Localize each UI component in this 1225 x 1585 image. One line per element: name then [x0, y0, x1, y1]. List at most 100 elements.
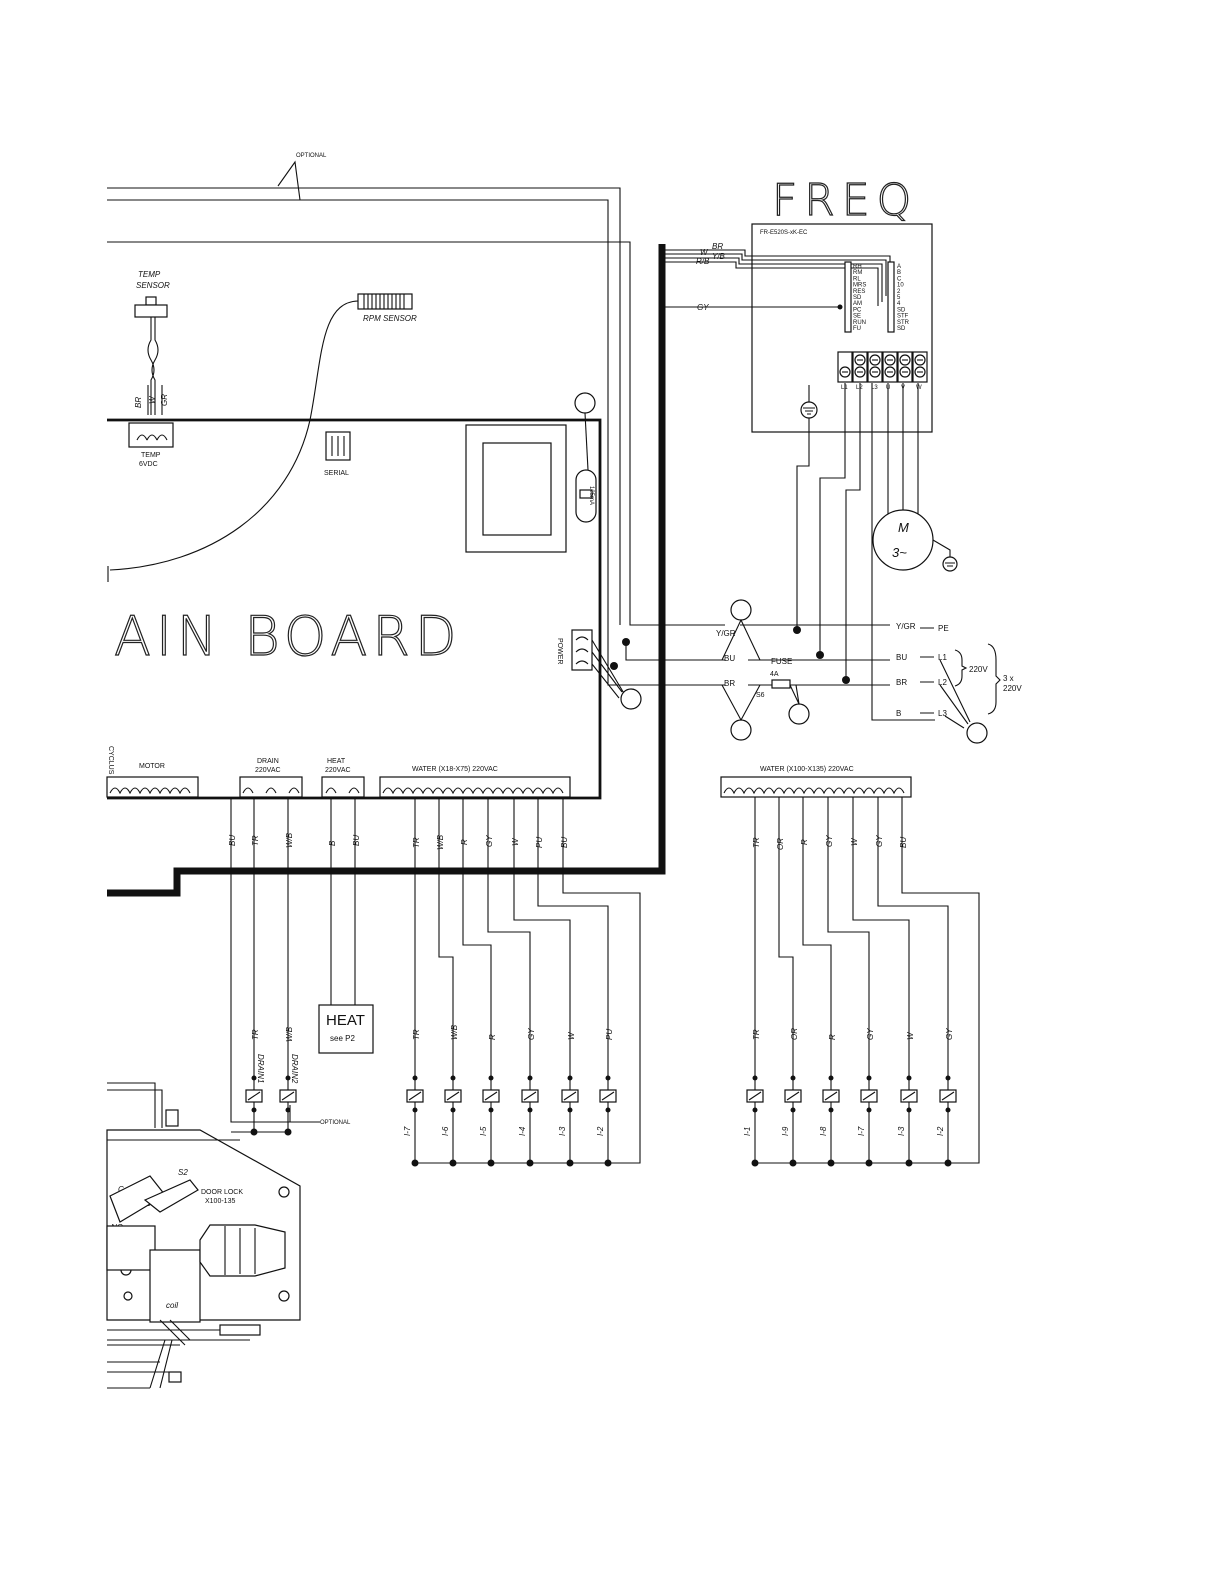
- valve-junction: [488, 1107, 494, 1113]
- temp-wire-label: BR: [134, 397, 143, 408]
- valve-id-label: I-1: [743, 1127, 752, 1136]
- water-wire-label: BU: [560, 837, 569, 848]
- v3x-label-1: 3 x: [1003, 674, 1014, 683]
- water-wire-label: W: [850, 837, 859, 846]
- valve-wire-label: W/B: [450, 1024, 459, 1040]
- valve-junction: [605, 1107, 611, 1113]
- valve-junction: [567, 1075, 573, 1081]
- power-line-label: BR: [724, 679, 735, 688]
- terminal-circle: [730, 719, 752, 741]
- heat-box: [318, 1004, 374, 1054]
- freq-terminal-label: STR: [897, 320, 910, 326]
- power-line-label: Y/GR: [716, 629, 736, 638]
- freq-wire-label: W: [700, 248, 709, 257]
- power-terminal-label: L2: [938, 678, 947, 687]
- freq-terminal-label: RL: [853, 276, 861, 282]
- valve-junction: [945, 1107, 951, 1113]
- fuse-rating: 4A: [770, 671, 779, 678]
- valve-wire-label: PU: [605, 1029, 614, 1040]
- power-line-label: B: [896, 709, 901, 718]
- valve-id-label: I-2: [596, 1126, 605, 1136]
- ground-icon: [942, 556, 958, 572]
- water-main-wiring: TR W/B R GY W PU BU TRI-7W/BI-6RI-5GYI-4…: [403, 797, 641, 1167]
- water-wire-label: TR: [752, 837, 761, 848]
- temp-wire-label: GR: [160, 394, 169, 406]
- water-wire-label: OR: [776, 838, 785, 850]
- bus-junction: [751, 1159, 759, 1167]
- valve-junction: [567, 1107, 573, 1113]
- s6-label: S6: [756, 692, 765, 699]
- terminal-circle: [574, 392, 596, 414]
- freq-gy-label: GY: [697, 303, 709, 312]
- valve-junction: [527, 1075, 533, 1081]
- valve-junction: [752, 1107, 758, 1113]
- display-window: [482, 442, 552, 536]
- heat-wire-label: B: [328, 840, 337, 846]
- terminal-circle: [620, 688, 642, 710]
- water-second-label: WATER (X100-X135) 220VAC: [760, 766, 854, 773]
- bus-junction: [789, 1159, 797, 1167]
- heat-connector: [321, 776, 365, 798]
- motor-symbol: [872, 509, 934, 571]
- freq-terminal-label: RES: [853, 289, 865, 295]
- bus-junction: [411, 1159, 419, 1167]
- terminal-circle: [788, 703, 810, 725]
- power-line-label: BR: [896, 678, 907, 687]
- freq-terminal-label: SD: [853, 295, 862, 301]
- bus-junction: [566, 1159, 574, 1167]
- drain-valve-wire-label: TR: [251, 1029, 260, 1040]
- temp-connector-label-2: 6VDC: [139, 461, 158, 468]
- bus-junction: [944, 1159, 952, 1167]
- water-second-connector: [720, 776, 912, 798]
- heat-label-1: HEAT: [327, 758, 346, 765]
- freq-terminal-label: RH: [853, 264, 862, 270]
- board-connectors: CYCLUS MOTOR DRAIN 220VAC HEAT 220VAC WA…: [106, 746, 571, 798]
- valve-wire-label: TR: [752, 1029, 761, 1040]
- water-wire-label: W: [511, 837, 520, 846]
- fuse-label: FUSE: [771, 657, 792, 666]
- freq-terminal-label: 10: [897, 283, 904, 289]
- power-input: Y/GR BU BR FUSE 4A S6 Y/GR BU BR B PE L1…: [607, 599, 1022, 744]
- motor-connector: [106, 776, 199, 798]
- freq-terminal-label: RUN: [853, 320, 866, 326]
- valve-junction: [790, 1107, 796, 1113]
- water-wire-label: TR: [412, 837, 421, 848]
- bus-junction: [905, 1159, 913, 1167]
- lock-housing: [106, 1225, 156, 1271]
- drain-connector: [239, 776, 303, 798]
- water-wire-label: GY: [485, 835, 494, 847]
- switch-s2: [143, 1179, 199, 1213]
- freq-terminal-label: 2: [897, 289, 901, 295]
- water-wire-label: R: [800, 839, 809, 845]
- freq-terminal-label: B: [897, 270, 901, 276]
- bus-junction: [604, 1159, 612, 1167]
- water-main-connector: [379, 776, 571, 798]
- cyclus-label: CYCLUS: [107, 746, 114, 775]
- valve-junction: [412, 1107, 418, 1113]
- valve-id-label: I-7: [857, 1126, 866, 1136]
- freq-left-block: [844, 261, 852, 333]
- board-fuse-label: 125mA: [588, 486, 594, 505]
- valve-wire-label: W: [567, 1031, 576, 1040]
- main-bus: [107, 244, 666, 897]
- valve-wire-label: W: [906, 1031, 915, 1040]
- freq-terminal-label: MRS: [853, 283, 866, 289]
- motor-phase-label: 3~: [892, 545, 907, 560]
- v3x-label-2: 220V: [1003, 684, 1022, 693]
- valve-junction: [790, 1075, 796, 1081]
- top-harness: OPTIONAL: [107, 153, 725, 650]
- freq-terminal-label: FU: [853, 326, 861, 332]
- bus-junction: [526, 1159, 534, 1167]
- valve-id-label: I-3: [558, 1126, 567, 1136]
- door-lock: DOOR LOCK X100-135 S2 S3 C NO coil: [106, 1082, 301, 1389]
- valve-junction: [752, 1075, 758, 1081]
- valve-wire-label: R: [828, 1034, 837, 1040]
- freq-terminal-label: PC: [853, 307, 862, 313]
- v220-label: 220V: [969, 665, 988, 674]
- valve-id-label: I-6: [441, 1126, 450, 1136]
- frequency-converter: FREQ FR-E520S-xK-EC BR W Y/B R/B GY RHRM…: [665, 174, 958, 721]
- freq-box: [751, 223, 933, 433]
- freq-terminal-label: C: [897, 276, 902, 282]
- heat-box-sub: see P2: [330, 1034, 355, 1043]
